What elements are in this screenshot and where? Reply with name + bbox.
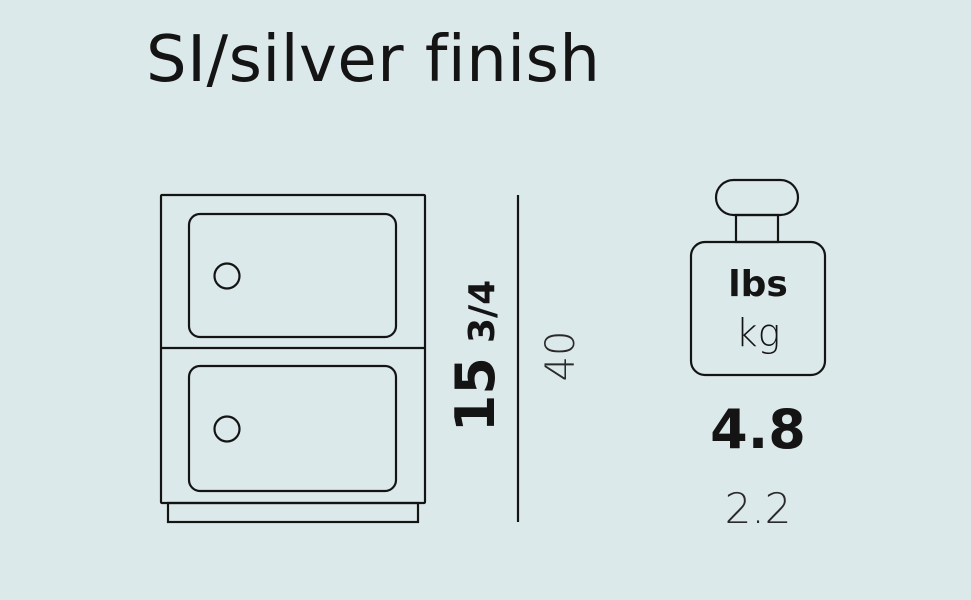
height-inches-fraction: 3/4 (462, 279, 503, 344)
weight-value-kg: 2.2 (724, 484, 792, 533)
drawer-bottom (187, 364, 398, 493)
drawer-top (187, 212, 398, 339)
weight-unit-lbs: lbs (728, 264, 788, 305)
drawer-bottom-knob (213, 415, 241, 443)
height-inches-whole: 15 (444, 357, 507, 433)
cabinet-icon (159, 193, 427, 524)
weight-unit-kg: kg (735, 311, 781, 355)
height-inches-label: 153/4 (444, 279, 507, 432)
drawer-top-knob (213, 262, 241, 290)
cabinet-base (166, 501, 420, 524)
height-cm-label: 40 (538, 330, 584, 382)
product-title: SI/silver finish (146, 23, 601, 97)
weight-icon-cap (714, 178, 800, 217)
weight-icon (689, 178, 827, 377)
weight-icon-body (689, 240, 827, 377)
weight-icon-neck (734, 213, 780, 244)
weight-value-lbs: 4.8 (710, 398, 806, 461)
